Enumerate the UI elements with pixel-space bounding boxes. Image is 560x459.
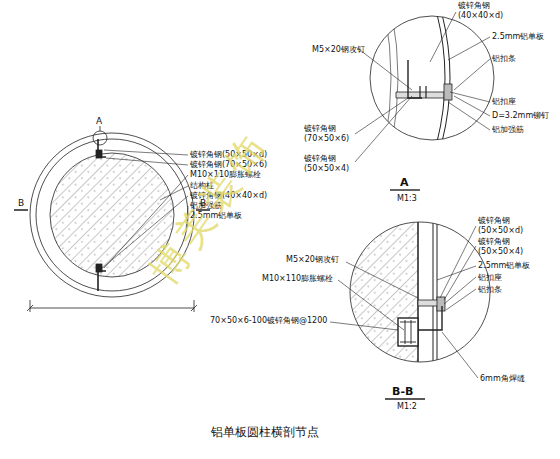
callout-label: M1:3 — [397, 194, 417, 204]
callout-label: M5×20钢攻钉 — [312, 45, 365, 55]
callout-label: B — [18, 198, 24, 209]
callout-label: 铝扣座 — [478, 273, 502, 283]
callout-label: M5×20钢攻钉 — [286, 255, 339, 265]
callout-label: 70×50×6-100镀锌角钢@1200 — [210, 316, 327, 326]
callout-label: 镀锌角钢 (50×50×d) — [478, 216, 524, 236]
callout-label: M1:2 — [397, 402, 417, 412]
callout-label: 镀锌角钢 (50×50×4) — [304, 154, 348, 174]
callout-label: 2.5mm铝单板 — [478, 261, 530, 271]
callout-label: 2.5mm铝单板 — [492, 32, 544, 42]
callout-label: 铝扣条 — [492, 54, 516, 64]
callout-label: 铝扣条 — [478, 285, 502, 295]
callout-label: A — [400, 176, 409, 189]
callout-label: D=3.2mm铆钉 — [492, 111, 549, 121]
callout-label: 铝扣座 — [492, 97, 516, 107]
callout-label: 镀锌角钢 (40×40×d) — [458, 1, 502, 21]
callout-label: 铝加强筋 — [492, 125, 524, 135]
callout-label: 6mm角焊缝 — [480, 374, 525, 384]
callout-label: A — [96, 116, 102, 127]
callout-label: M10×110膨胀螺栓 — [262, 274, 333, 284]
callout-label: 镀锌角钢 (50×50×4) — [478, 237, 524, 257]
caption: 铝单板圆柱横剖节点 — [211, 424, 319, 441]
callout-label: 镀锌角钢 (70×50×6) — [304, 124, 348, 144]
callout-label: B-B — [392, 385, 413, 398]
